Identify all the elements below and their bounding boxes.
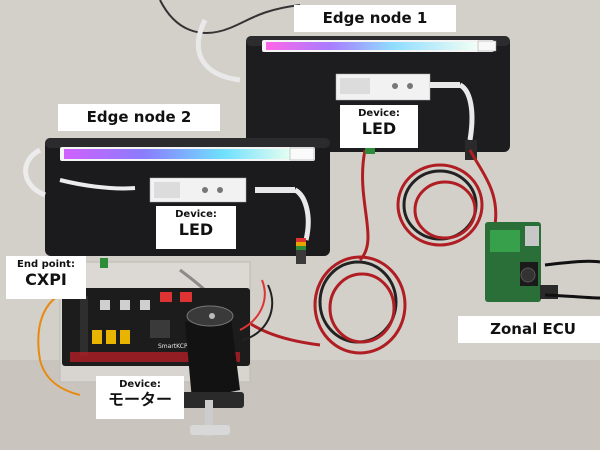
end-point-line1: End point: xyxy=(17,259,75,270)
edge-node-2-box xyxy=(23,138,330,264)
device-motor-line2: モーター xyxy=(107,389,172,409)
label-end-point: End point: CXPI xyxy=(6,256,86,299)
device-led-1-line2: LED xyxy=(361,118,397,138)
end-point-line2: CXPI xyxy=(25,269,67,289)
device-led-2-line2: LED xyxy=(178,219,214,239)
label-edge-node-2: Edge node 2 xyxy=(58,104,220,132)
green-connector xyxy=(100,258,108,268)
edge-node-1-text: Edge node 1 xyxy=(322,9,428,27)
device-led-1-line1: Device: xyxy=(358,108,400,119)
label-edge-node-1: Edge node 1 xyxy=(294,5,456,33)
motor xyxy=(178,279,274,436)
label-zonal-ecu: Zonal ECU xyxy=(458,316,600,344)
edge-node-1-box xyxy=(246,36,510,160)
background-cable xyxy=(159,0,301,34)
zonal-ecu-board xyxy=(485,222,600,302)
board-brand-text: SmartKCP xyxy=(158,343,188,350)
device-motor-line1: Device: xyxy=(119,379,161,390)
green-connector xyxy=(365,146,375,154)
edge-node-2-text: Edge node 2 xyxy=(86,108,192,126)
white-cable xyxy=(195,18,241,83)
orange-wire xyxy=(37,289,81,396)
label-device-motor: Device: モーター xyxy=(96,376,184,419)
label-device-led-1: Device: LED xyxy=(340,105,418,148)
zonal-ecu-text: Zonal ECU xyxy=(490,320,576,338)
device-led-2-line1: Device: xyxy=(175,209,217,220)
label-device-led-2: Device: LED xyxy=(156,206,236,249)
